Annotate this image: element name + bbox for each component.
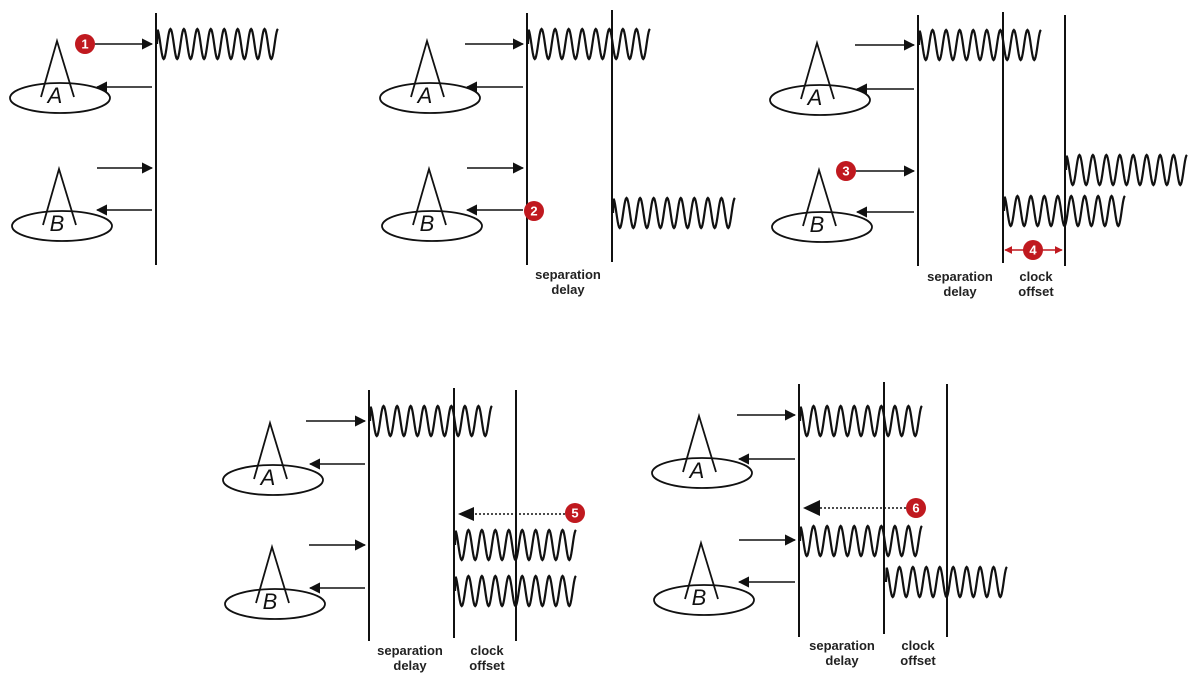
antenna-icon bbox=[682, 412, 717, 473]
station-label: A bbox=[806, 85, 823, 110]
antenna-icon bbox=[412, 165, 447, 226]
station-base bbox=[653, 584, 755, 616]
station-label: B bbox=[420, 211, 435, 236]
marker-number: 3 bbox=[842, 164, 849, 179]
antenna-icon bbox=[42, 165, 77, 226]
signal-waveform-b-transmit bbox=[798, 524, 923, 558]
antenna-icon bbox=[255, 543, 290, 604]
marker-number: 6 bbox=[912, 501, 919, 516]
marker-circle bbox=[565, 503, 585, 523]
signal-waveform-b-local bbox=[1002, 194, 1126, 228]
station-base bbox=[771, 211, 873, 243]
caption-line-2: delay bbox=[393, 658, 427, 673]
station-a: A bbox=[769, 39, 871, 116]
signal-waveform-a bbox=[917, 28, 1042, 62]
signal-waveform-b-local bbox=[453, 574, 577, 608]
signal-waveform-b-transmit bbox=[1064, 153, 1188, 187]
marker-number: 4 bbox=[1029, 243, 1037, 258]
signal-waveform-a bbox=[798, 404, 923, 438]
arrowhead-icon bbox=[458, 507, 474, 521]
station-b: B bbox=[381, 165, 483, 242]
signal-waveform-a bbox=[526, 27, 651, 61]
step-marker-1: 1 bbox=[75, 34, 95, 54]
station-label: B bbox=[692, 585, 707, 610]
signal-waveform-a bbox=[368, 404, 493, 438]
station-base bbox=[9, 82, 111, 114]
station-base bbox=[651, 457, 753, 489]
station-a: A bbox=[651, 412, 753, 489]
caption-line-2: offset bbox=[1018, 284, 1054, 299]
caption-line-2: offset bbox=[900, 653, 936, 668]
station-base bbox=[769, 84, 871, 116]
station-label: A bbox=[416, 83, 433, 108]
station-a: A bbox=[379, 37, 481, 114]
signal-waveform-a bbox=[155, 27, 279, 61]
marker-number: 1 bbox=[81, 37, 88, 52]
antenna-icon bbox=[253, 419, 288, 480]
step-marker-5: 5 bbox=[565, 503, 585, 523]
caption-line-2: delay bbox=[825, 653, 859, 668]
antenna-icon bbox=[802, 166, 837, 227]
caption-line-1: clock bbox=[470, 643, 504, 658]
step-marker-4: 4 bbox=[1023, 240, 1043, 260]
station-label: B bbox=[810, 212, 825, 237]
station-a: A bbox=[9, 37, 111, 114]
station-base bbox=[11, 210, 113, 242]
step-marker-2: 2 bbox=[524, 201, 544, 221]
step-marker-3: 3 bbox=[836, 161, 856, 181]
station-base bbox=[381, 210, 483, 242]
station-base bbox=[379, 82, 481, 114]
marker-circle bbox=[836, 161, 856, 181]
marker-circle bbox=[906, 498, 926, 518]
marker-circle bbox=[524, 201, 544, 221]
station-label: A bbox=[46, 83, 63, 108]
caption-line-1: separation bbox=[927, 269, 993, 284]
antenna-icon bbox=[800, 39, 835, 100]
step-marker-6: 6 bbox=[906, 498, 926, 518]
marker-number: 2 bbox=[530, 204, 537, 219]
caption-line-1: separation bbox=[377, 643, 443, 658]
station-label: B bbox=[50, 211, 65, 236]
marker-number: 5 bbox=[571, 506, 578, 521]
station-b: B bbox=[11, 165, 113, 242]
station-label: B bbox=[263, 589, 278, 614]
caption-line-1: separation bbox=[809, 638, 875, 653]
signal-waveform-b bbox=[611, 196, 736, 230]
station-b: B bbox=[771, 166, 873, 243]
caption-line-1: clock bbox=[901, 638, 935, 653]
caption-line-1: separation bbox=[535, 267, 601, 282]
antenna-icon bbox=[410, 37, 445, 98]
signal-waveform-b-local bbox=[884, 565, 1008, 599]
caption-line-2: offset bbox=[469, 658, 505, 673]
station-b: B bbox=[653, 539, 755, 616]
marker-circle bbox=[75, 34, 95, 54]
station-label: A bbox=[688, 458, 705, 483]
station-base bbox=[222, 464, 324, 496]
caption-line-1: clock bbox=[1019, 269, 1053, 284]
caption-line-2: delay bbox=[943, 284, 977, 299]
caption-line-2: delay bbox=[551, 282, 585, 297]
antenna-icon bbox=[40, 37, 75, 98]
station-base bbox=[224, 588, 326, 620]
station-b: B bbox=[224, 543, 326, 620]
marker-circle bbox=[1023, 240, 1043, 260]
antenna-icon bbox=[684, 539, 719, 600]
panel-1: A B 1 bbox=[9, 13, 279, 265]
station-label: A bbox=[259, 465, 276, 490]
signal-waveform-b-received bbox=[453, 528, 577, 562]
station-a: A bbox=[222, 419, 324, 496]
arrowhead-icon bbox=[803, 500, 820, 516]
